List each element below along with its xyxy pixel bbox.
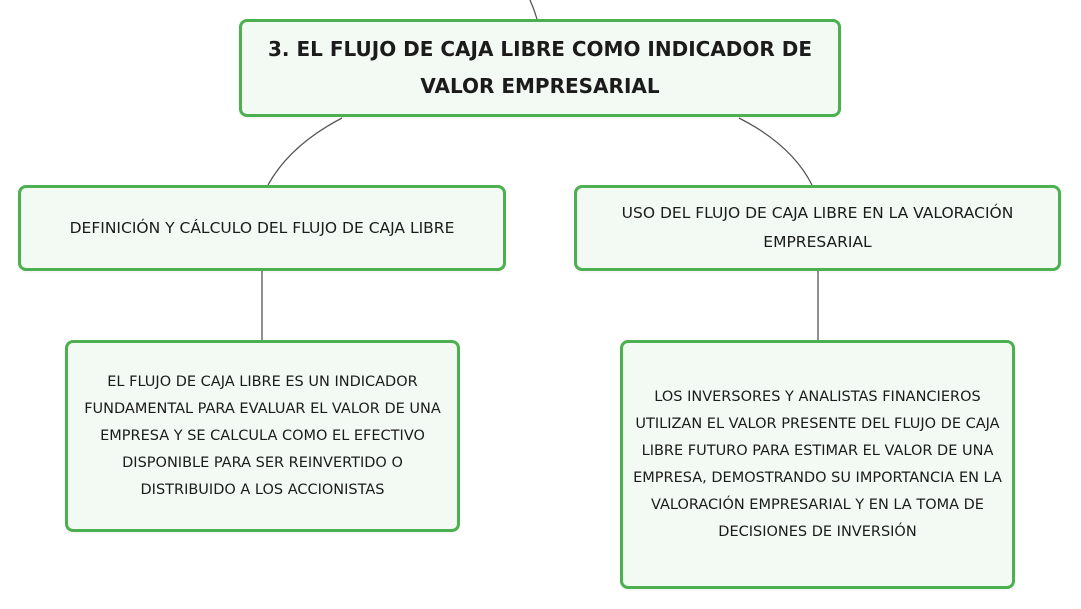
branch-title-uso: USO DEL FLUJO DE CAJA LIBRE EN LA VALORA… [621,204,1014,251]
detail-node-uso[interactable]: LOS INVERSORES Y ANALISTAS FINANCIEROS U… [620,340,1015,589]
detail-text-uso: LOS INVERSORES Y ANALISTAS FINANCIEROS U… [633,388,1002,540]
branch-node-uso[interactable]: USO DEL FLUJO DE CAJA LIBRE EN LA VALORA… [574,185,1061,271]
detail-node-definicion[interactable]: EL FLUJO DE CAJA LIBRE ES UN INDICADOR F… [65,340,460,532]
root-topic-title: 3. EL FLUJO DE CAJA LIBRE COMO INDICADOR… [267,37,813,98]
branch-node-definicion[interactable]: DEFINICIÓN Y CÁLCULO DEL FLUJO DE CAJA L… [18,185,506,271]
connector-root-to-left-branch [267,117,343,186]
root-topic-node[interactable]: 3. EL FLUJO DE CAJA LIBRE COMO INDICADOR… [239,19,841,117]
detail-text-definicion: EL FLUJO DE CAJA LIBRE ES UN INDICADOR F… [84,373,441,498]
connector-root-to-right-branch [738,117,813,186]
connector-parent-to-root [529,0,538,20]
branch-title-definicion: DEFINICIÓN Y CÁLCULO DEL FLUJO DE CAJA L… [69,218,455,237]
